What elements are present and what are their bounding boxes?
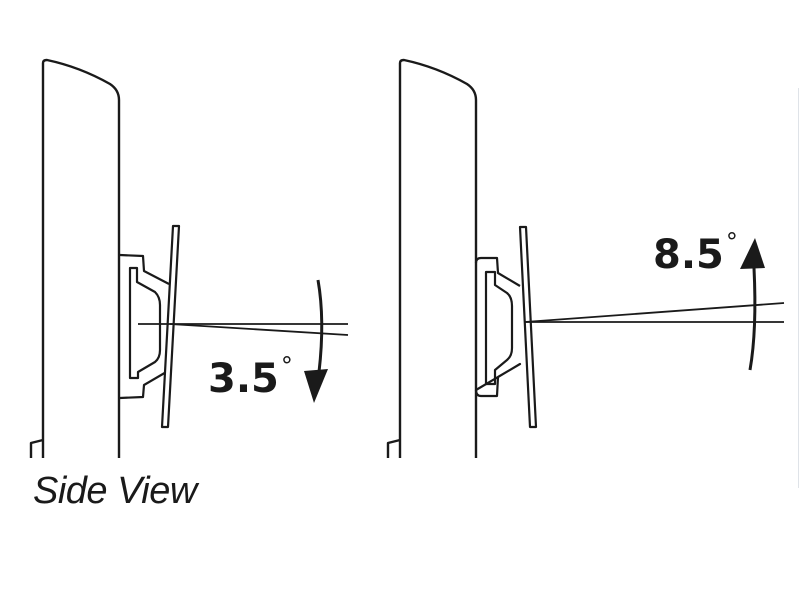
vesa-plate <box>160 224 181 429</box>
mount-bracket-inner <box>484 270 514 386</box>
caption-side-view: Side View <box>33 470 197 512</box>
arrowhead-down-icon <box>304 369 328 403</box>
vesa-plate <box>518 225 538 429</box>
arc-arrow-up-icon <box>748 267 757 371</box>
tilt-reference-line <box>169 323 349 336</box>
mount-bracket <box>474 256 522 398</box>
mount-bracket-inner <box>128 266 162 380</box>
mount-bracket <box>119 253 170 400</box>
arc-arrow-down-icon <box>316 279 324 373</box>
monitor-pole <box>386 58 478 460</box>
angle-label-right: 8.5° <box>653 228 738 278</box>
panel-right: 8.5° <box>386 58 785 460</box>
arrowhead-up-icon <box>740 238 765 269</box>
angle-label-left: 3.5° <box>208 352 293 402</box>
tilt-reference-line <box>524 302 785 323</box>
page-edge-divider <box>798 88 799 488</box>
panel-left: 3.5° <box>29 58 349 460</box>
monitor-pole <box>29 58 121 460</box>
